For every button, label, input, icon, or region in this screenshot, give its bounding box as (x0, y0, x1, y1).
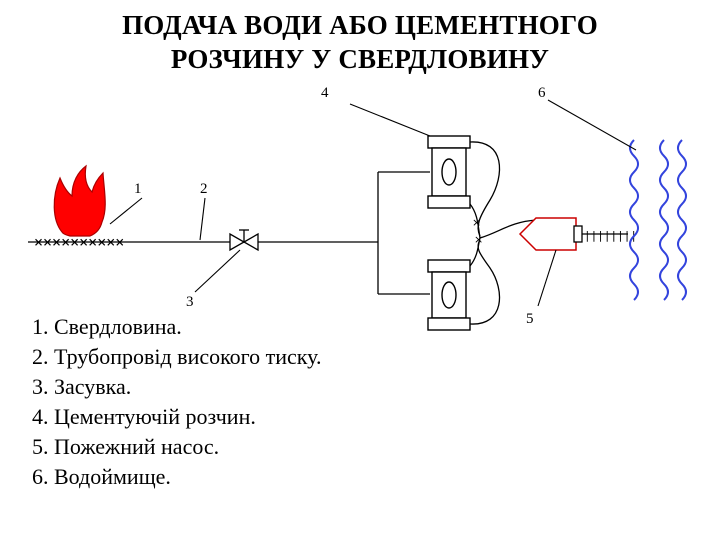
page-title: ПОДАЧА ВОДИ АБО ЦЕМЕНТНОГО РОЗЧИНУ У СВЕ… (0, 8, 720, 76)
gate-valve-icon (229, 229, 259, 252)
legend-item: 2. Трубопровід високого тиску. (32, 344, 322, 369)
callout-5: 5 (526, 311, 534, 327)
legend-item: 3. Засувка. (32, 374, 132, 399)
well-fire-icon (53, 164, 106, 237)
callout-6: 6 (538, 85, 546, 101)
hose-junction-marks: × (474, 233, 483, 246)
callout-4: 4 (321, 85, 329, 101)
legend: 1. Свердловина. 2. Трубопровід високого … (32, 312, 321, 492)
leader-lines (109, 99, 637, 307)
title-line-1: ПОДАЧА ВОДИ АБО ЦЕМЕНТНОГО (122, 10, 598, 40)
legend-item: 1. Свердловина. (32, 314, 182, 339)
title-line-2: РОЗЧИНУ У СВЕРДЛОВИНУ (170, 44, 550, 74)
reservoir-waves (629, 139, 687, 301)
cement-unit-upper (427, 135, 471, 209)
callout-3: 3 (186, 294, 194, 310)
cement-unit-lower (427, 259, 471, 331)
hose-junction-mark-2: × (472, 216, 481, 229)
callout-2: 2 (200, 181, 208, 197)
manifold (377, 171, 430, 295)
connecting-hoses (469, 141, 537, 325)
legend-item: 5. Пожежний насос. (32, 434, 220, 459)
suction-line-marks: |||||||| (584, 229, 637, 242)
legend-item: 6. Водоймище. (32, 464, 171, 489)
callout-1: 1 (134, 181, 142, 197)
fire-pump-icon (518, 217, 583, 251)
legend-item: 4. Цементуючій розчин. (32, 404, 256, 429)
